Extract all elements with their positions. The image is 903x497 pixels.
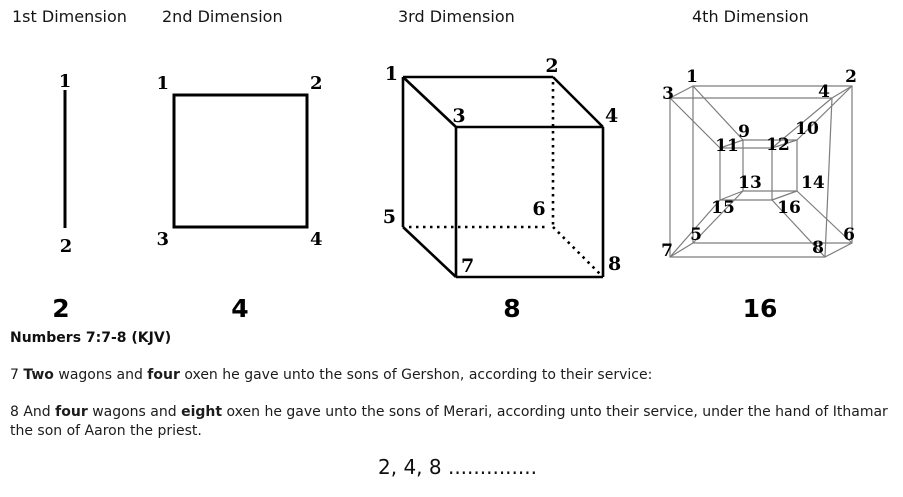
- panel-title-2nd-dimension: 2nd Dimension: [162, 7, 283, 26]
- vertex-label: 11: [715, 136, 739, 156]
- vertex-label: 13: [738, 173, 762, 193]
- vertex-label: 2: [310, 73, 323, 94]
- vertex-label: 3: [662, 84, 674, 104]
- vertex-label: 1: [59, 71, 72, 92]
- verse-8-paragraph: 8 And four wagons and eight oxen he gave…: [10, 404, 888, 439]
- tesseract-figure: 1 2 3 4 5 6 7 8 9 10 11 12 13 14 15 16: [661, 67, 857, 261]
- vertex-label: 16: [777, 198, 801, 218]
- square-figure: 1 2 3 4: [156, 73, 322, 250]
- cube-figure: 1 2 3 4 5 6 7 8: [383, 55, 621, 279]
- vertex-label: 8: [608, 253, 621, 275]
- vertex-count-2d: 4: [231, 294, 249, 323]
- vertex-label: 7: [661, 241, 673, 261]
- vertex-label: 5: [690, 225, 702, 245]
- vertex-label: 1: [156, 73, 169, 94]
- vertex-label: 9: [738, 122, 750, 142]
- vertex-label: 4: [818, 82, 830, 102]
- square-outline: [172, 93, 309, 229]
- scripture-heading: Numbers 7:7-8 (KJV): [10, 330, 172, 346]
- vertex-label: 1: [385, 63, 398, 85]
- cube-solid-edges: [401, 75, 605, 279]
- vertex-label: 3: [156, 229, 169, 250]
- vertex-label: 3: [452, 105, 465, 127]
- vertex-label: 8: [812, 238, 824, 258]
- vertex-label: 12: [766, 135, 790, 155]
- tesseract-connecting-edges: [669, 85, 853, 258]
- vertex-label: 2: [60, 236, 73, 257]
- vertex-label: 2: [845, 67, 857, 87]
- vertex-label: 14: [801, 173, 825, 193]
- vertex-label: 1: [686, 67, 698, 87]
- figures-canvas: 1 2 1 2 3 4 1 2 3 4 5 6 7 8: [59, 55, 857, 279]
- vertex-label: 4: [310, 229, 323, 250]
- sequence-line: 2, 4, 8 ..............: [378, 455, 537, 479]
- vertex-count-4d: 16: [742, 294, 778, 323]
- verse-7-paragraph: 7 Two wagons and four oxen he gave unto …: [10, 367, 653, 383]
- vertex-label: 6: [843, 225, 855, 245]
- panel-title-3rd-dimension: 3rd Dimension: [398, 7, 515, 26]
- vertex-count-1d: 2: [52, 294, 70, 323]
- vertex-label: 4: [605, 105, 618, 127]
- vertex-label: 10: [795, 119, 819, 139]
- vertex-label: 5: [383, 206, 396, 228]
- vertex-label: 7: [461, 255, 474, 277]
- vertex-count-3d: 8: [503, 294, 521, 323]
- line-segment-figure: 1 2: [59, 71, 73, 257]
- panel-title-1st-dimension: 1st Dimension: [12, 7, 127, 26]
- vertex-label: 6: [532, 198, 545, 220]
- cube-hidden-edges: [409, 82, 604, 278]
- vertex-label: 15: [711, 198, 735, 218]
- vertex-label: 2: [545, 55, 558, 77]
- panel-title-4th-dimension: 4th Dimension: [692, 7, 809, 26]
